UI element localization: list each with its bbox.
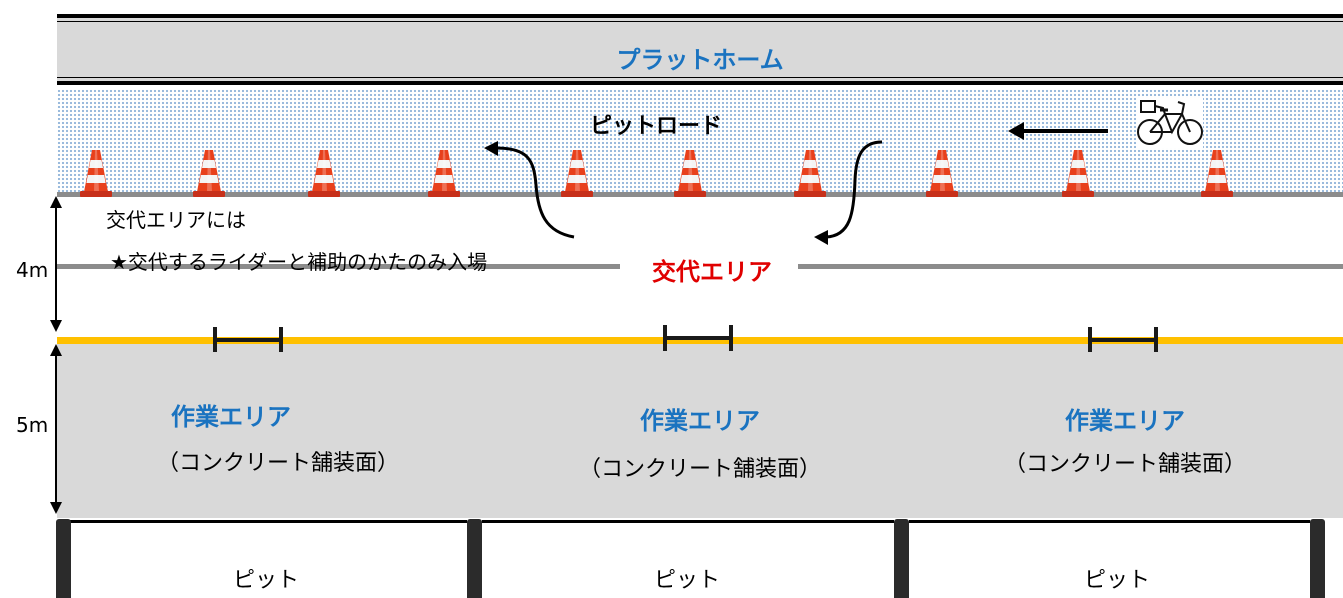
pit-label-1: ピット	[232, 568, 299, 593]
traffic-cone-icon	[561, 150, 593, 197]
work-area-title-3: 作業エリア	[1065, 407, 1185, 435]
traffic-cone-icon	[1062, 150, 1094, 197]
work-area-band	[57, 344, 1343, 518]
work-area-boundary-line	[57, 337, 1343, 344]
traffic-cone-icon	[193, 150, 225, 197]
dimension-label-4m: 4m	[16, 258, 49, 282]
exchange-note-line2: ★交代するライダーと補助のかたのみ入場	[110, 250, 488, 274]
traffic-cone-icon	[926, 150, 958, 197]
work-area-subtitle-1: （コンクリート舗装面）	[156, 451, 399, 476]
pit-post-2	[467, 519, 482, 598]
traffic-cone-icon	[308, 150, 340, 197]
traffic-cone-icon	[794, 150, 826, 197]
work-area-title-1: 作業エリア	[171, 403, 291, 431]
platform-area: プラットホーム	[57, 14, 1343, 85]
traffic-cone-icon	[1201, 150, 1233, 197]
pit-road-area	[57, 89, 1343, 193]
work-area-subtitle-2: （コンクリート舗装面）	[578, 457, 821, 482]
pit-road-label: ピットロード	[590, 114, 723, 139]
dimension-label-5m: 5m	[16, 413, 49, 437]
traffic-cone-icon	[428, 150, 460, 197]
pit-label-2: ピット	[653, 568, 720, 593]
exchange-boundary-line-left	[57, 264, 620, 269]
direction-arrow-icon	[814, 230, 828, 245]
pit-label-3: ピット	[1083, 568, 1150, 593]
work-area-subtitle-3: （コンクリート舗装面）	[1003, 452, 1246, 477]
traffic-cone-icon	[674, 150, 706, 197]
platform-title: プラットホーム	[616, 46, 784, 74]
exchange-note-line1: 交代エリアには	[106, 208, 246, 232]
exchange-boundary-line-right	[798, 264, 1343, 269]
traffic-cone-icon	[80, 150, 112, 197]
work-area-title-2: 作業エリア	[640, 407, 760, 435]
pit-cell-2	[482, 520, 894, 598]
pit-cell-1	[70, 520, 467, 598]
exchange-area-label: 交代エリア	[652, 258, 772, 286]
pit-cell-3	[909, 520, 1310, 598]
pit-post-4	[1310, 519, 1325, 598]
pit-post-1	[56, 519, 71, 598]
pit-post-3	[894, 519, 909, 598]
